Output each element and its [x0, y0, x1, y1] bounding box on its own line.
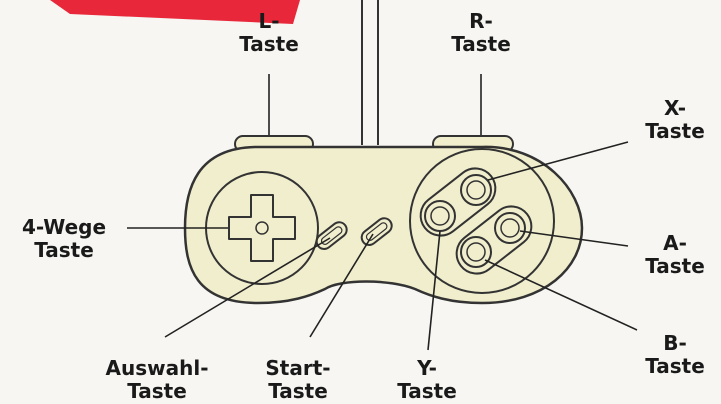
x-button	[461, 175, 491, 205]
label-x-button: X- Taste	[630, 97, 720, 143]
controller-cable	[362, 0, 378, 145]
label-dpad: 4-Wege Taste	[2, 216, 126, 262]
a-button	[495, 213, 525, 243]
y-button	[425, 201, 455, 231]
label-l-button: L- Taste	[219, 10, 319, 56]
label-select-button: Auswahl- Taste	[88, 357, 226, 403]
b-button	[461, 237, 491, 267]
label-b-button: B- Taste	[630, 332, 720, 378]
label-start-button: Start- Taste	[248, 357, 348, 403]
label-y-button: Y- Taste	[377, 357, 477, 403]
label-r-button: R- Taste	[431, 10, 531, 56]
label-a-button: A- Taste	[630, 232, 720, 278]
